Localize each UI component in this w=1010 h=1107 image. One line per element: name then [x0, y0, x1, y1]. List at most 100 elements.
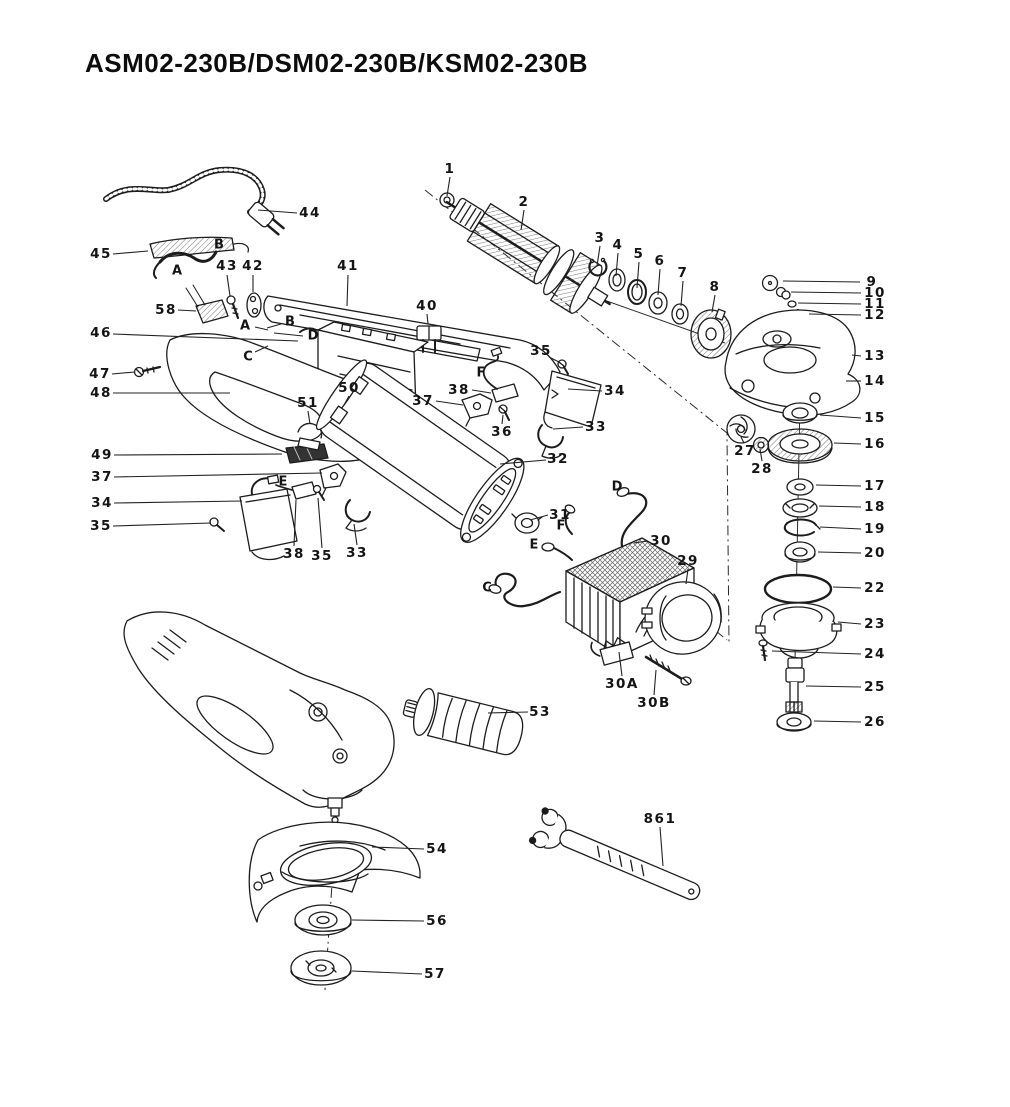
- callout-53: 53: [529, 704, 551, 720]
- callout-42: 42: [242, 258, 264, 274]
- callout-58: 58: [155, 302, 177, 318]
- leader-line-16: [833, 442, 862, 445]
- callout-34: 34: [604, 383, 626, 399]
- part-16-spiral-bevel-gear: [767, 428, 833, 464]
- wire-terminal-e-left: [250, 474, 280, 495]
- callout-41: 41: [337, 258, 359, 274]
- part-42-lock-plate: [246, 292, 262, 318]
- callout-37: 37: [91, 469, 113, 485]
- part-35-screw-top: [557, 359, 569, 375]
- leader-line-30: [633, 540, 649, 544]
- lead-wire: [158, 250, 218, 264]
- leader-line-12: [808, 313, 862, 316]
- leader-line-34: [567, 388, 603, 392]
- callout-D: D: [612, 480, 623, 495]
- leader-line-4: [615, 252, 619, 277]
- part-30b-screw: [644, 654, 692, 686]
- callout-10: 10: [864, 285, 886, 301]
- callout-37: 37: [412, 393, 434, 409]
- callout-35: 35: [90, 518, 112, 534]
- leader-line-30A: [618, 651, 623, 677]
- callout-49: 49: [91, 447, 113, 463]
- callout-34: 34: [91, 495, 113, 511]
- callout-6: 6: [655, 253, 666, 269]
- callout-33: 33: [585, 419, 607, 435]
- leader-line-41: [346, 274, 349, 307]
- part-34-holder-cap-left: [239, 488, 298, 561]
- callout-56: 56: [426, 913, 448, 929]
- assembled-grinder: [123, 611, 395, 824]
- part-9-disc: [761, 274, 779, 292]
- part-38-connector-left: [275, 481, 317, 500]
- callout-A: A: [240, 319, 250, 334]
- callout-4: 4: [613, 237, 624, 253]
- leader-line-37: [113, 472, 323, 478]
- leader-line-22: [832, 586, 862, 589]
- leader-line-23: [837, 621, 862, 625]
- part-57-lock-nut: [290, 950, 352, 986]
- leader-line-20: [817, 551, 862, 554]
- callout-33: 33: [346, 545, 368, 561]
- leader-line-57: [351, 970, 423, 975]
- leader-line-44: [257, 209, 298, 214]
- leader-line-3: [596, 245, 601, 267]
- callout-28: 28: [751, 461, 773, 477]
- leader-line-1: [446, 176, 451, 197]
- callout-E: E: [530, 538, 539, 553]
- part-37-brush-holder-center: [461, 393, 493, 427]
- leader-line-35: [317, 497, 323, 549]
- callout-19: 19: [864, 521, 886, 537]
- part-19-snap-ring: [783, 518, 821, 537]
- leader-line-31: [529, 514, 549, 521]
- part-7-ring: [671, 303, 689, 325]
- callout-C: C: [243, 350, 253, 365]
- callout-51: 51: [297, 395, 319, 411]
- callout-40: 40: [416, 298, 438, 314]
- callout-14: 14: [864, 373, 886, 389]
- leader-line-2: [520, 209, 525, 231]
- callout-D: D: [308, 329, 319, 344]
- page-title: ASM02-230B/DSM02-230B/KSM02-230B: [85, 48, 588, 78]
- part-11-ring: [787, 300, 797, 308]
- leader-line-D: [273, 332, 304, 337]
- lead-wire-e: [553, 547, 573, 561]
- callout-20: 20: [864, 545, 886, 561]
- callout-44: 44: [299, 205, 321, 221]
- leader-line-53: [487, 711, 529, 714]
- callout-47: 47: [89, 366, 111, 382]
- leader-line-34: [113, 500, 243, 504]
- callout-38: 38: [283, 546, 305, 562]
- part-37-brush-holder-left: [319, 463, 347, 497]
- part-27-fan: [726, 414, 756, 444]
- part-6-bearing: [648, 291, 668, 315]
- leader-line-10: [790, 291, 862, 294]
- part-38-connector-center: [482, 346, 519, 403]
- leader-line-50: [343, 395, 350, 406]
- lead-wire-c: [494, 572, 562, 608]
- leader-line-27: [740, 436, 745, 444]
- leader-line-51: [307, 410, 311, 425]
- part-35-screw-left: [209, 517, 225, 532]
- leader-line-36: [501, 414, 504, 425]
- part-33-clamp-center: [537, 424, 564, 459]
- part-24-screw: [758, 639, 768, 662]
- callout-57: 57: [424, 966, 446, 982]
- callout-27: 27: [734, 443, 756, 459]
- part-8-gear: [690, 308, 732, 359]
- part-29-bearing-box: [641, 581, 722, 655]
- callout-31: 31: [549, 507, 571, 523]
- callout-18: 18: [864, 499, 886, 515]
- part-22-o-ring: [763, 573, 833, 605]
- callout-9: 9: [867, 274, 878, 290]
- callout-A: A: [172, 264, 182, 279]
- callout-C: C: [482, 581, 492, 596]
- part-35-screw-mid: [312, 484, 325, 501]
- leader-line-33: [353, 523, 358, 546]
- part-34-holder-cap-center: [543, 370, 602, 429]
- callout-7: 7: [678, 265, 689, 281]
- leader-line-38: [471, 389, 492, 394]
- callout-23: 23: [864, 616, 886, 632]
- part-30a-brush: [590, 637, 634, 666]
